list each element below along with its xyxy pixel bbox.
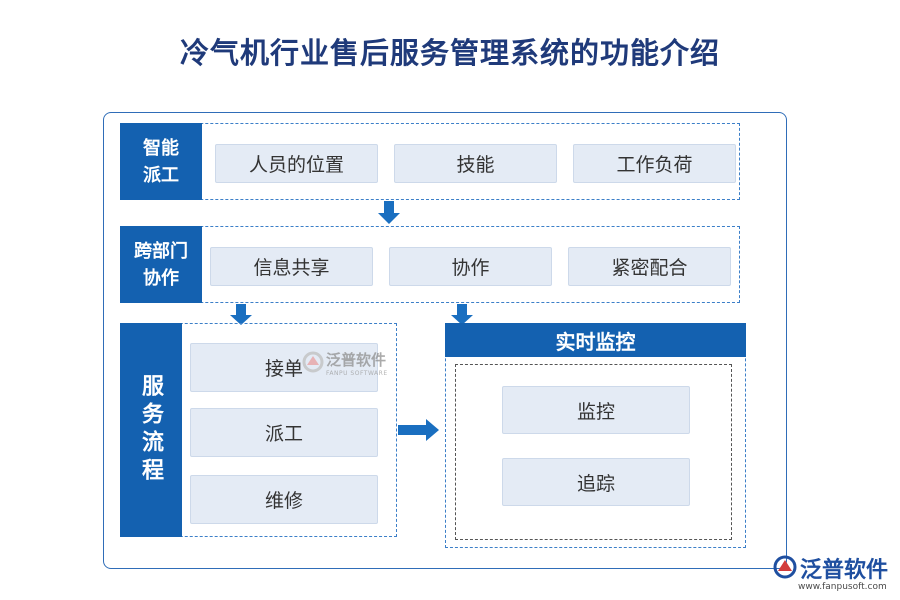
dispatch-item-skill: 技能 — [394, 144, 557, 183]
dispatch-label: 智能 派工 — [120, 123, 202, 200]
dispatch-label-line-1: 智能 — [143, 137, 179, 159]
service-flow-item-accept: 接单 — [190, 343, 378, 392]
diagram-frame — [103, 112, 787, 569]
cross-dept-label-line-2: 协作 — [143, 267, 179, 289]
watermark-name: 泛普软件 — [326, 351, 387, 369]
arrow-right-icon — [398, 419, 439, 441]
dispatch-item-workload: 工作负荷 — [573, 144, 736, 183]
service-flow-item-dispatch: 派工 — [190, 408, 378, 457]
cross-dept-item-info-share: 信息共享 — [210, 247, 373, 286]
watermark-sub: FANPU SOFTWARE — [326, 370, 388, 377]
cross-dept-item-cooperate: 协作 — [389, 247, 552, 286]
dispatch-label-line-2: 派工 — [143, 164, 179, 186]
monitoring-header: 实时监控 — [445, 323, 746, 357]
monitoring-item-track: 追踪 — [502, 458, 690, 506]
arrow-down-icon — [451, 304, 473, 325]
brand-name: 泛普软件 — [800, 558, 889, 583]
monitoring-item-monitor: 监控 — [502, 386, 690, 434]
brand-url: www.fanpusoft.com — [798, 582, 887, 592]
cross-dept-item-close-coop: 紧密配合 — [568, 247, 731, 286]
fanpu-logo-icon — [773, 555, 797, 579]
dispatch-item-location: 人员的位置 — [215, 144, 378, 183]
fanpu-logo-icon — [302, 351, 324, 373]
monitoring-inner-frame — [455, 364, 732, 540]
arrow-down-icon — [230, 304, 252, 325]
page-title: 冷气机行业售后服务管理系统的功能介绍 — [179, 36, 720, 70]
arrow-down-icon — [378, 201, 400, 224]
cross-dept-label: 跨部门 协作 — [120, 226, 202, 303]
cross-dept-label-line-1: 跨部门 — [134, 240, 188, 262]
service-flow-label: 服务流程 — [120, 323, 182, 537]
service-flow-item-repair: 维修 — [190, 475, 378, 524]
